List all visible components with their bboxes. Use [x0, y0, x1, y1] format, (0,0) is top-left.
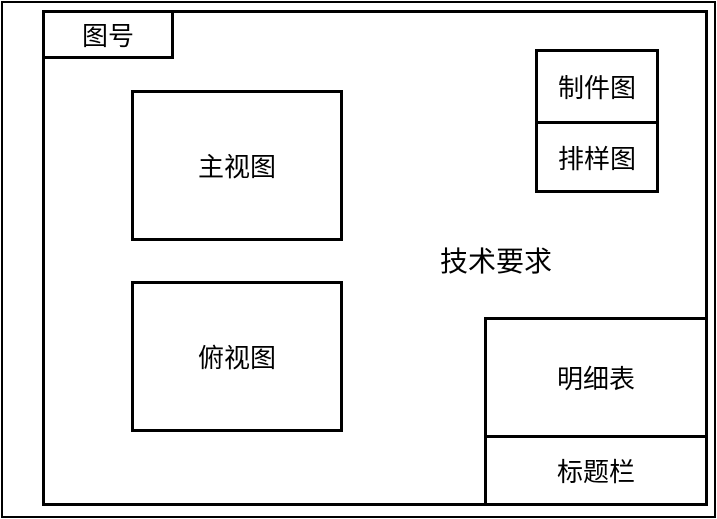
- bill-of-materials-label: 明细表: [556, 365, 635, 395]
- drawing-number-label: 图号: [81, 22, 134, 52]
- part-drawing-label: 制件图: [557, 74, 636, 104]
- technical-requirements-label: 技术要求: [440, 245, 553, 278]
- bill-of-materials-box: 明细表: [484, 317, 708, 438]
- title-block-label: 标题栏: [556, 458, 635, 488]
- top-view-box: 俯视图: [131, 281, 343, 432]
- main-view-label: 主视图: [197, 153, 276, 183]
- layout-drawing-box: 排样图: [535, 121, 659, 193]
- title-block-box: 标题栏: [484, 435, 708, 506]
- top-view-label: 俯视图: [197, 344, 276, 374]
- drawing-number-box: 图号: [42, 10, 174, 59]
- part-drawing-box: 制件图: [535, 49, 659, 124]
- layout-drawing-label: 排样图: [557, 144, 636, 175]
- main-view-box: 主视图: [131, 90, 343, 241]
